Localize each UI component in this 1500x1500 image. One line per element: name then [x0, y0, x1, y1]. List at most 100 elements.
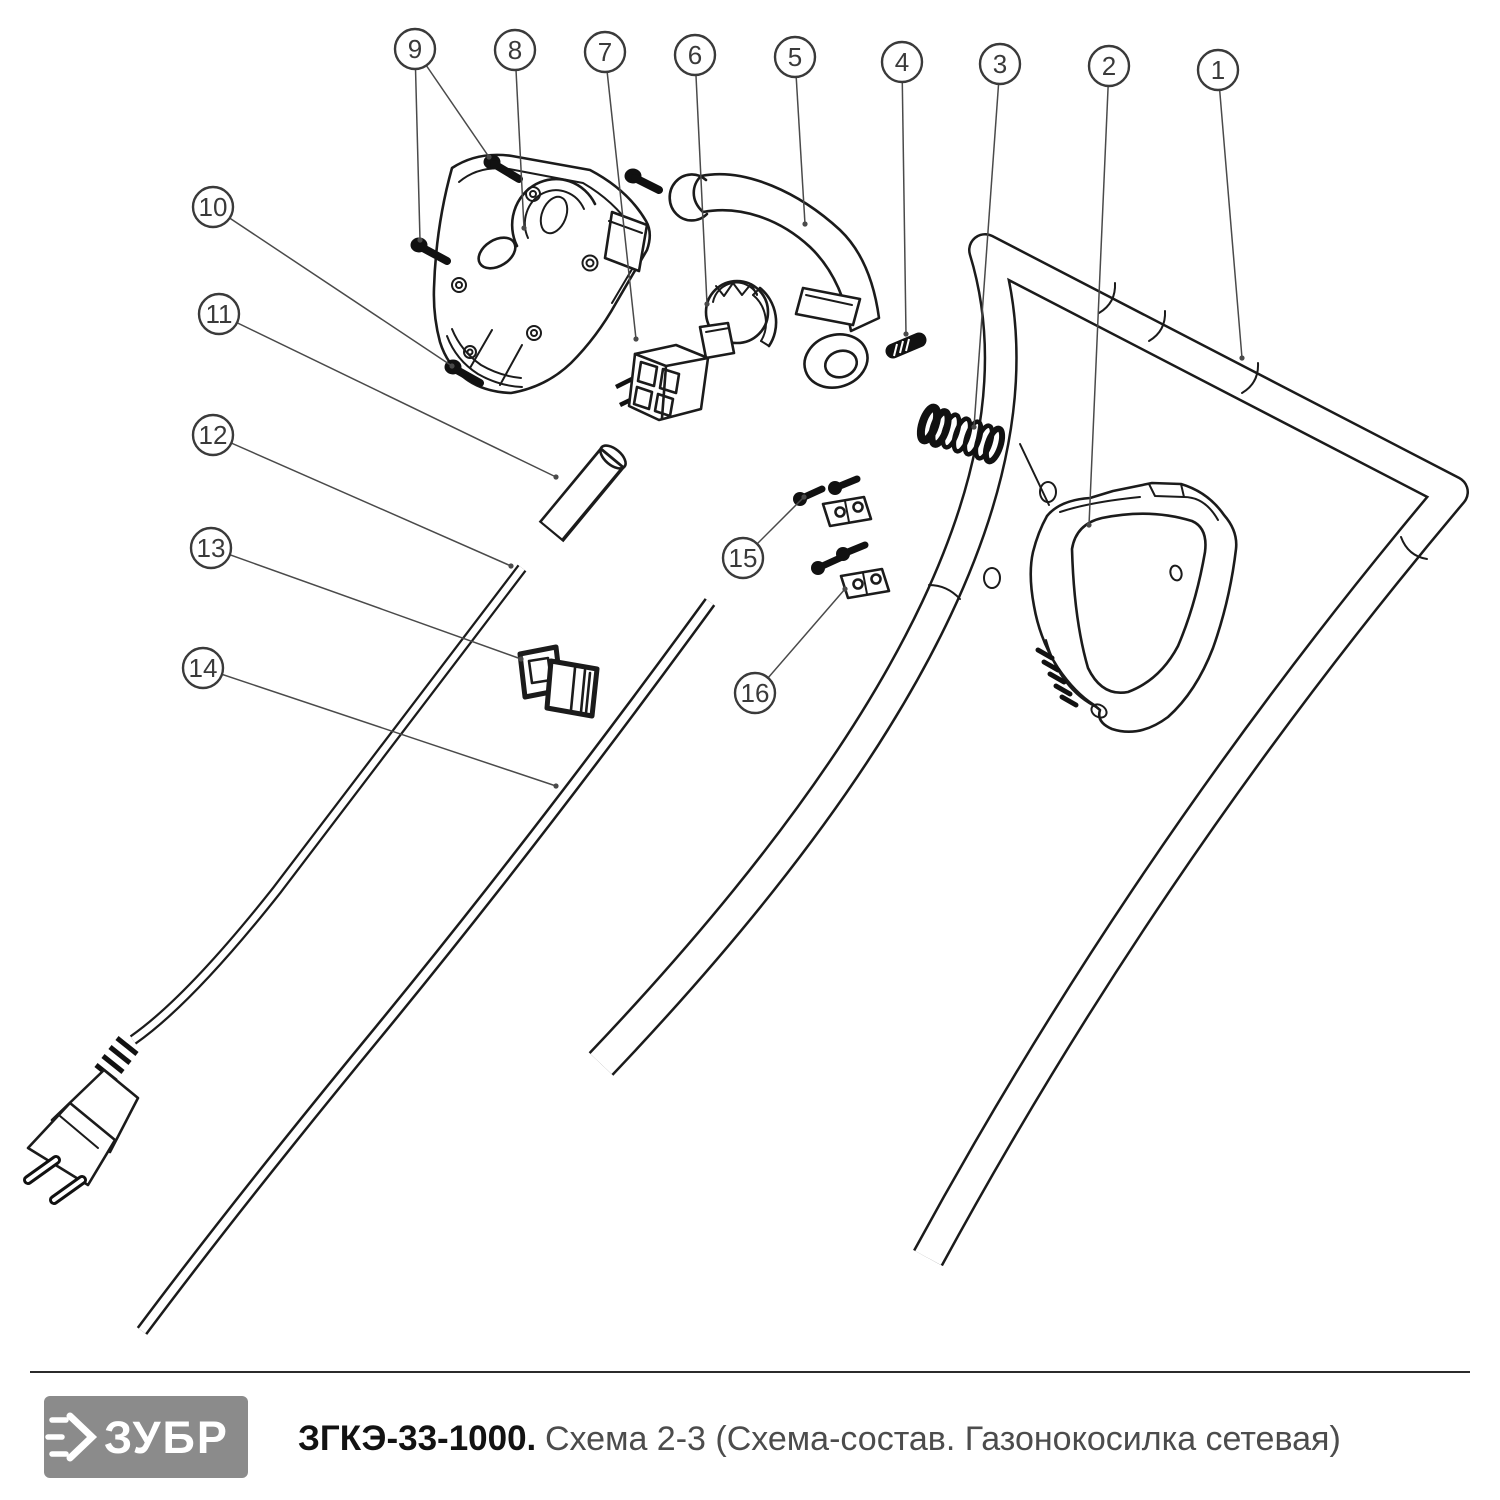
leader-end-dot — [704, 301, 710, 307]
part-stud-bolt — [885, 332, 927, 359]
callout-circle-7 — [583, 30, 627, 74]
leader-line-1 — [1217, 69, 1243, 359]
leader-end-dot — [802, 221, 808, 227]
callout-2: 2 — [1086, 44, 1131, 528]
callout-5: 5 — [773, 35, 817, 227]
callout-circle-8 — [493, 28, 537, 72]
plug-face — [26, 1101, 117, 1187]
part-cable-clip — [517, 644, 600, 719]
callout-number-7: 7 — [598, 37, 612, 67]
callout-16: 16 — [733, 586, 848, 715]
cover-hole — [1169, 564, 1183, 582]
leader-line-10 — [212, 206, 453, 367]
leader-line-11 — [218, 313, 557, 478]
screw-icon — [811, 554, 844, 575]
leader-end-dot — [633, 336, 639, 342]
leader-end-dot — [801, 494, 807, 500]
callout-9: 9 — [393, 27, 492, 243]
part-spring — [916, 403, 1006, 465]
leader-line-4 — [901, 61, 907, 335]
leader-line-3 — [973, 63, 1001, 428]
callout-number-16: 16 — [741, 678, 770, 708]
part-clamp-plate-set-upper — [793, 475, 873, 528]
leader-end-dot — [508, 563, 514, 569]
leader-line-12 — [212, 434, 512, 567]
leader-end-dot — [553, 474, 559, 480]
callout-14: 14 — [181, 646, 559, 789]
leader-end-dot — [518, 656, 524, 662]
callout-number-5: 5 — [788, 42, 802, 72]
callout-number-2: 2 — [1102, 51, 1116, 81]
leader-end-dot — [521, 225, 527, 231]
screw-icon — [836, 541, 869, 561]
handlebar-hole — [983, 567, 1001, 589]
callout-1: 1 — [1196, 48, 1245, 361]
part-handlebar-tube — [588, 233, 1469, 1267]
leader-end-dot — [417, 237, 423, 243]
leader-end-dot — [842, 586, 848, 592]
screw-icon — [828, 475, 861, 495]
leader-line-16 — [754, 588, 846, 694]
callout-circle-14 — [181, 646, 225, 690]
leader-end-dot — [553, 783, 559, 789]
leader-line-14 — [202, 667, 557, 787]
leader-end-dot — [1086, 522, 1092, 528]
callout-number-1: 1 — [1211, 55, 1225, 85]
part-screws — [410, 154, 663, 387]
part-clamp-ring — [698, 279, 778, 360]
callout-circle-12 — [191, 413, 235, 457]
brand-logo-box — [44, 1396, 248, 1478]
leader-end-dot — [903, 331, 909, 337]
part-grip-tube — [538, 444, 627, 543]
callout-7: 7 — [583, 30, 639, 342]
callout-circle-5 — [773, 35, 817, 79]
part-housing — [432, 153, 652, 395]
housing-oval-hole — [477, 236, 517, 270]
leader-line-9 — [414, 48, 490, 158]
callout-number-3: 3 — [993, 49, 1007, 79]
leader-end-dot — [449, 363, 455, 369]
callout-circle-1 — [1196, 48, 1240, 92]
callout-circle-6 — [673, 33, 717, 77]
leader-line-2 — [1088, 65, 1110, 526]
callout-number-12: 12 — [199, 420, 228, 450]
callout-10: 10 — [191, 185, 455, 369]
footer-model: ЗГКЭ-33-1000. — [298, 1419, 536, 1458]
callout-13: 13 — [189, 526, 524, 662]
callout-15: 15 — [721, 494, 807, 580]
callout-number-15: 15 — [729, 543, 758, 573]
callout-8: 8 — [493, 28, 537, 231]
callout-4: 4 — [880, 40, 924, 337]
screw-icon — [624, 168, 663, 194]
callout-circle-10 — [191, 185, 235, 229]
leader-line-6 — [694, 54, 708, 305]
callout-number-6: 6 — [688, 40, 702, 70]
leader-end-dot — [971, 424, 977, 430]
brand-name: ЗУБР — [104, 1412, 229, 1463]
callout-number-14: 14 — [189, 653, 218, 683]
callout-number-11: 11 — [206, 299, 233, 329]
part-switch-block — [614, 343, 710, 422]
callout-circle-3 — [978, 42, 1022, 86]
callout-number-8: 8 — [508, 35, 522, 65]
footer-subtitle: Схема 2-3 (Схема-состав. Газонокосилка с… — [545, 1420, 1341, 1458]
callout-circle-13 — [189, 526, 233, 570]
callout-6: 6 — [673, 33, 717, 307]
plug-prongs — [23, 1155, 87, 1205]
callout-3: 3 — [971, 42, 1022, 430]
footer: ЗУБР ЗГКЭ-33-1000. Схема 2-3 (Схема-сост… — [30, 1371, 1470, 1478]
leader-line-7 — [604, 51, 637, 340]
callout-12: 12 — [191, 413, 514, 569]
part-clamp-plate-set-lower — [811, 541, 891, 600]
leader-line-9 — [414, 48, 421, 241]
callout-number-10: 10 — [199, 192, 228, 222]
brand-arrow-icon — [45, 1412, 98, 1462]
callout-circle-16 — [733, 671, 777, 715]
callout-number-4: 4 — [895, 47, 909, 77]
callout-number-9: 9 — [408, 34, 422, 64]
part-rod — [129, 564, 527, 1045]
cover-grip-ribs — [1035, 647, 1079, 708]
part-switch-cover — [1019, 443, 1238, 733]
